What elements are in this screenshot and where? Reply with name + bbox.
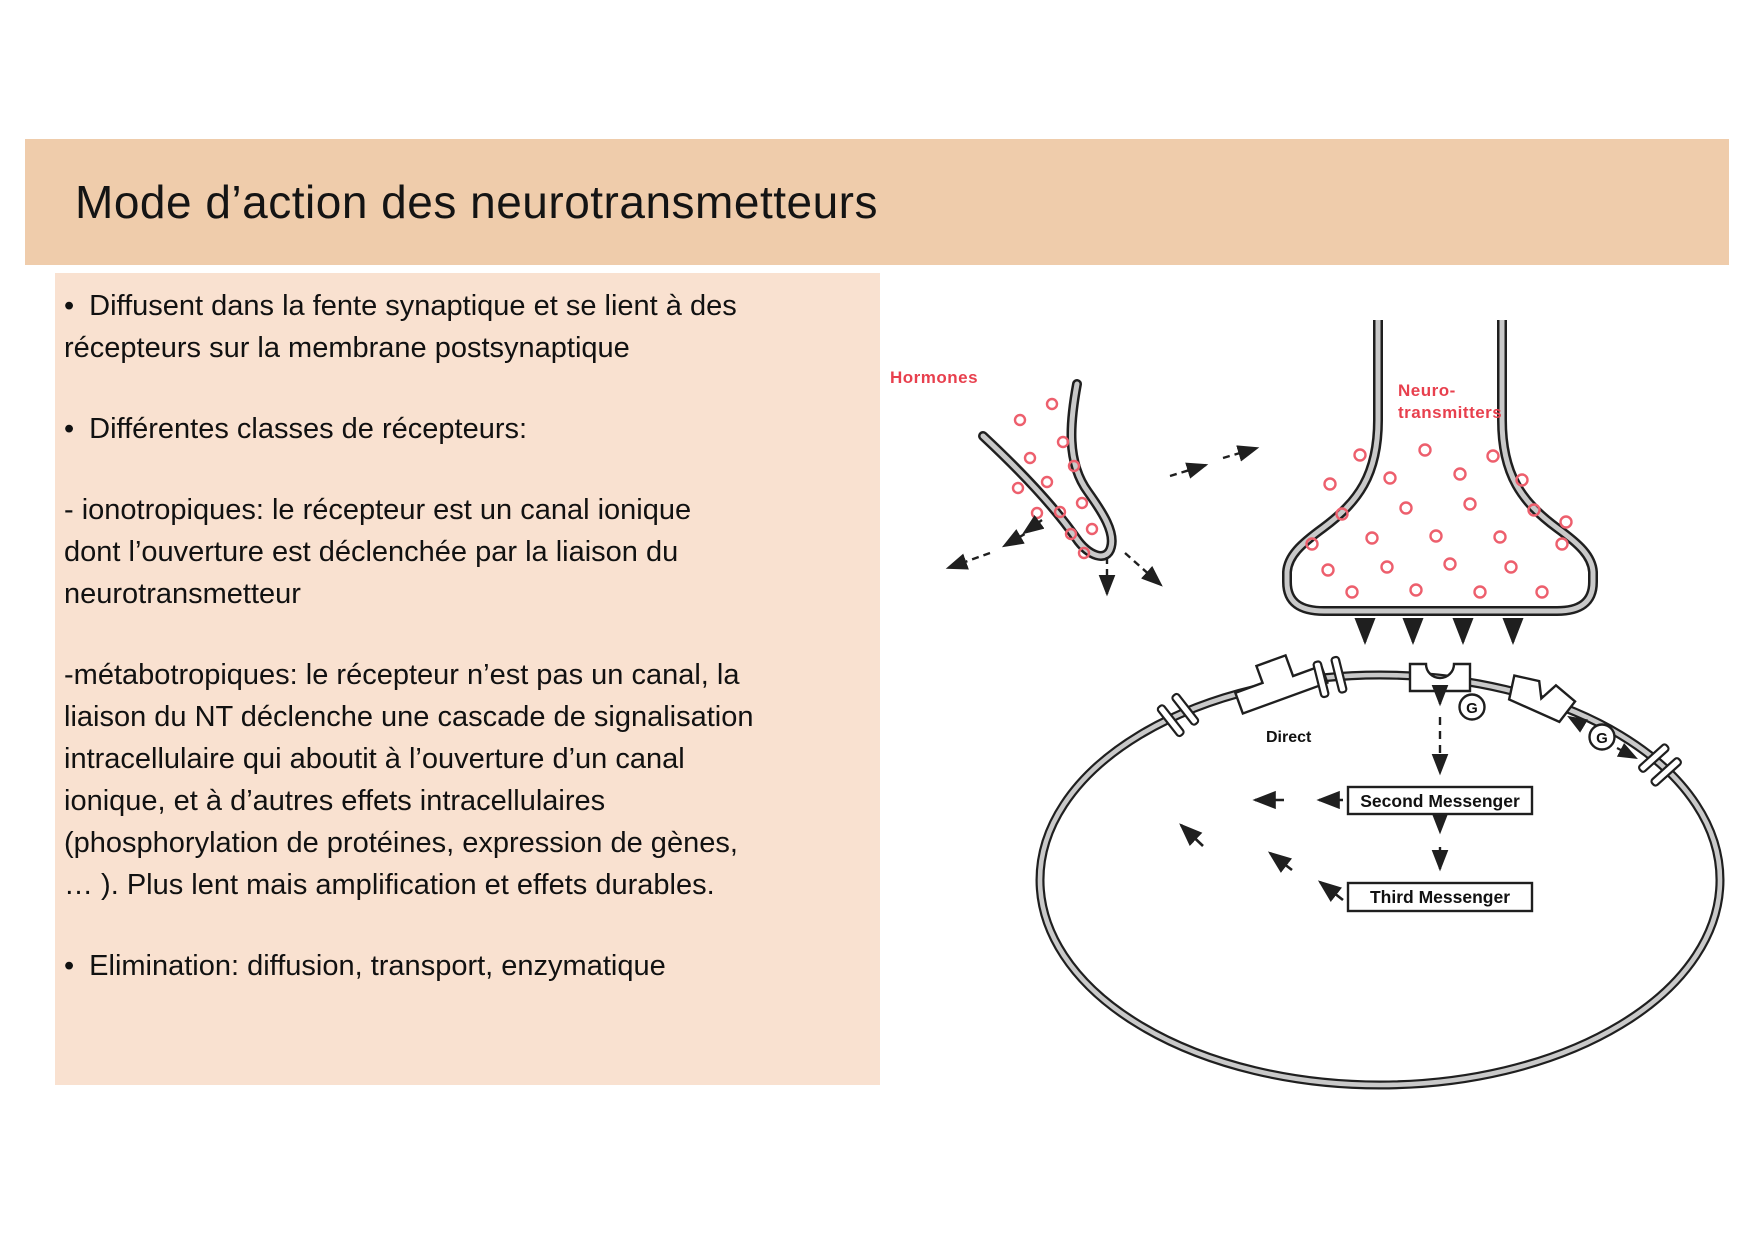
second-messenger-box: Second Messenger <box>1346 785 1534 816</box>
neurotransmitter-molecules <box>1305 443 1573 599</box>
third-messenger-box: Third Messenger <box>1346 881 1534 913</box>
para-metabotropiques: -métabotropiques: le récepteur n’est pas… <box>64 654 872 906</box>
ion-channel-left-upper <box>1312 655 1348 699</box>
g-protein-central: G <box>1458 693 1486 721</box>
page-title: Mode d’action des neurotransmetteurs <box>75 176 878 228</box>
bullet-text: Diffusent dans la fente synaptique et se… <box>64 290 737 364</box>
para-ionotropiques: - ionotropiques: le récepteur est un can… <box>64 489 872 615</box>
third-messenger-label: Third Messenger <box>1370 887 1510 907</box>
neurotransmitters-label-line2: transmitters <box>1398 403 1502 422</box>
content-panel: •Diffusent dans la fente synaptique et s… <box>55 273 880 1085</box>
ion-channel-right <box>1638 743 1682 787</box>
bullet-marker: • <box>64 950 75 982</box>
direct-label: Direct <box>1266 729 1312 746</box>
bullet-marker: • <box>64 413 75 445</box>
hormone-terminal-membrane-inner <box>980 381 1115 559</box>
bullet-receptor-classes: • Différentes classes de récepteurs: <box>64 408 872 450</box>
release-arrows <box>1354 618 1524 645</box>
hormone-diffusion-arrows <box>945 445 1260 597</box>
g-protein-coupling-arrows <box>1567 715 1638 760</box>
title-banner: Mode d’action des neurotransmetteurs <box>25 139 1729 265</box>
receptor-metabotropic <box>1507 674 1577 724</box>
receptor-ionotropic-central <box>1408 662 1472 693</box>
bullet-text: -métabotropiques: le récepteur n’est pas… <box>64 659 754 901</box>
hormone-molecules <box>1011 397 1099 560</box>
presynaptic-terminal: Neuro- transmitters <box>1282 320 1598 616</box>
second-messenger-label: Second Messenger <box>1360 791 1520 811</box>
bullet-text: - ionotropiques: le récepteur est un can… <box>64 494 692 610</box>
hormones-label: Hormones <box>890 368 978 387</box>
postsynaptic-cell: Direct G G <box>1035 653 1725 1090</box>
bullet-text: Elimination: diffusion, transport, enzym… <box>89 950 666 982</box>
hormone-terminal: Hormones <box>890 368 1260 597</box>
bullet-elimination: • Elimination: diffusion, transport, enzy… <box>64 945 872 987</box>
intracellular-effect-arrows <box>1179 790 1344 902</box>
g-protein-label: G <box>1466 700 1478 717</box>
g-protein-right: G <box>1588 723 1616 751</box>
bullet-text: Différentes classes de récepteurs: <box>89 413 528 445</box>
g-protein-label: G <box>1596 730 1608 747</box>
postsynaptic-membrane <box>1035 670 1725 1090</box>
ion-channel-left <box>1156 692 1200 738</box>
hormone-terminal-membrane <box>978 379 1117 561</box>
bullet-diffusion: •Diffusent dans la fente synaptique et s… <box>64 285 872 369</box>
neurotransmitters-label-line1: Neuro- <box>1398 381 1456 400</box>
postsynaptic-membrane-inner <box>1037 672 1723 1088</box>
synapse-diagram: Hormones Neuro- transmitters <box>890 320 1725 1090</box>
bullet-marker: • <box>64 290 75 322</box>
